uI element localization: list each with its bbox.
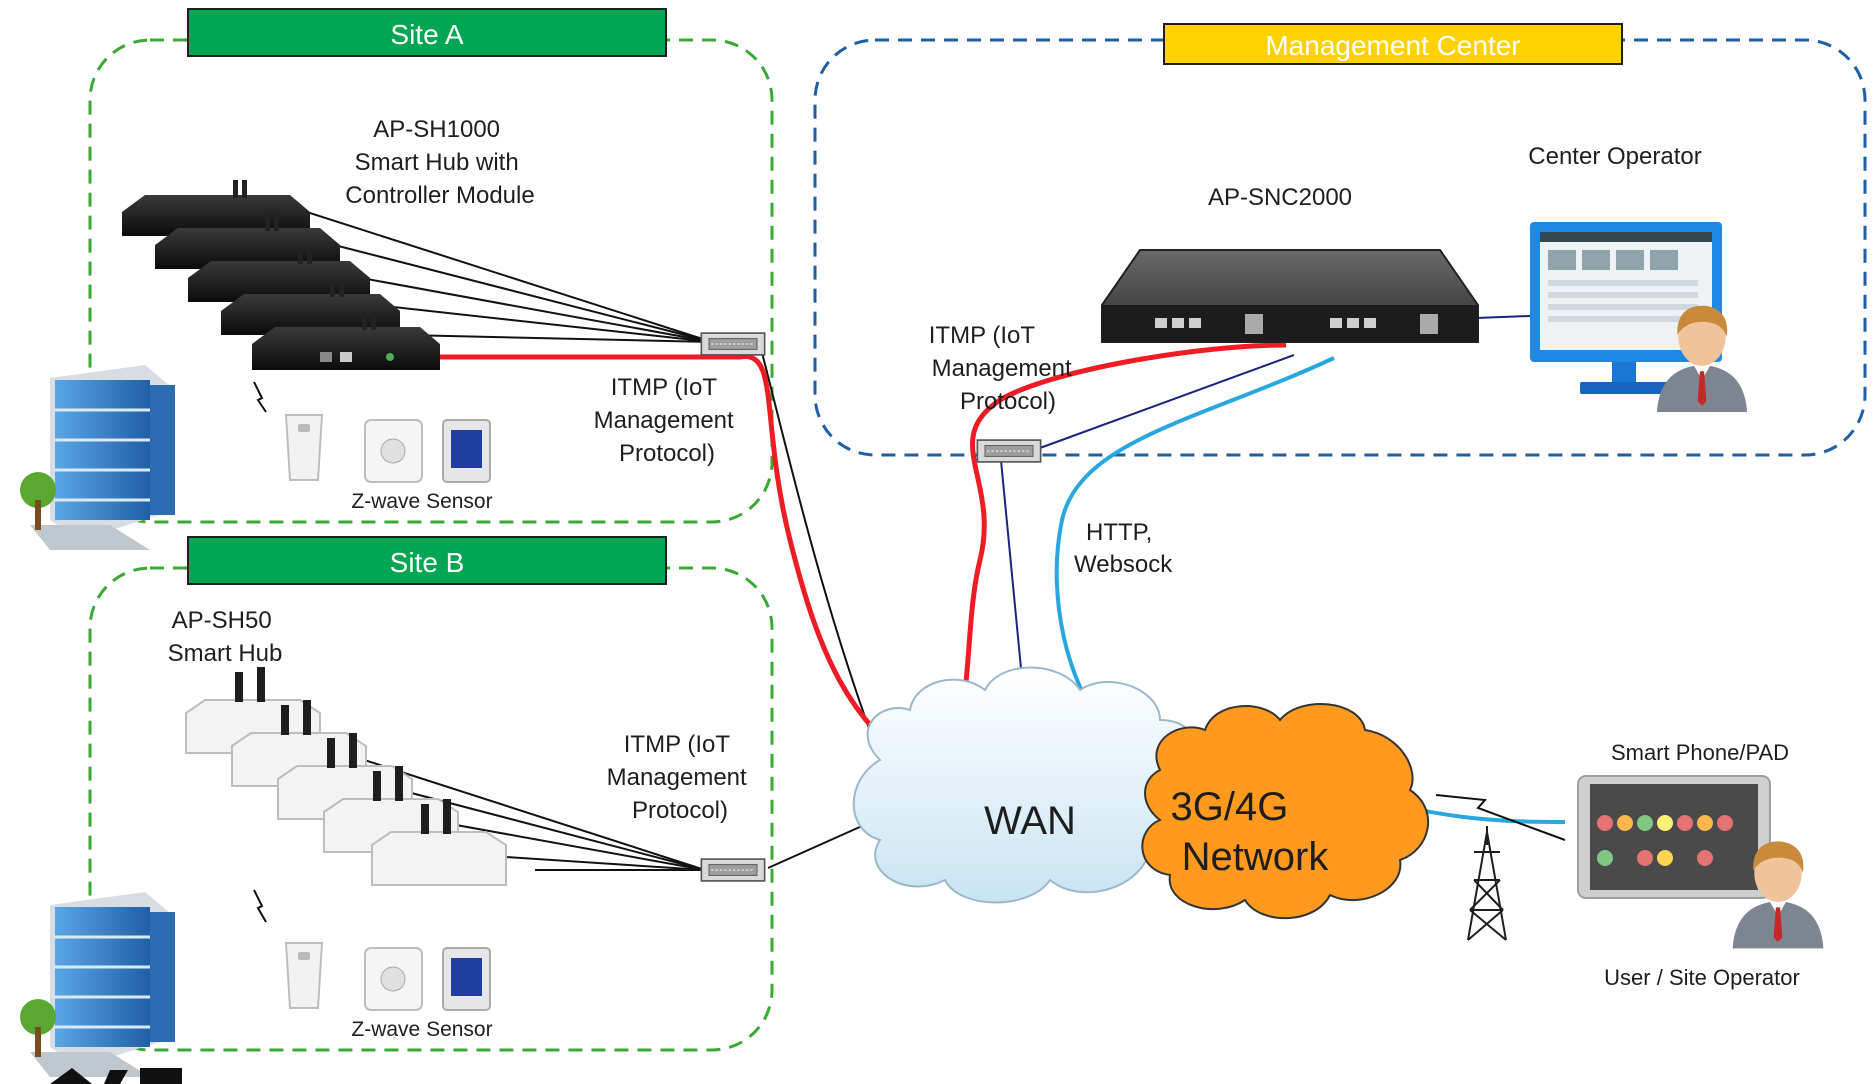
thermostat-icon (442, 419, 491, 483)
wan-label: WAN (984, 799, 1076, 843)
smart-hub-device (155, 213, 340, 269)
switch-to-server-link (1039, 354, 1295, 449)
zwave-label-a: Z-wave Sensor (351, 490, 492, 513)
site-a-sensors (284, 414, 491, 483)
user-label: User / Site Operator (1604, 965, 1800, 990)
cell-tower-icon (1467, 826, 1507, 941)
smart-hub-device (252, 312, 440, 370)
ap-sh1000-label: AP-SH1000 Smart Hub with Controller Modu… (345, 116, 534, 209)
site-a-title: Site A (390, 19, 463, 50)
thermostat-icon (442, 947, 491, 1011)
site-a-hub-links (284, 204, 713, 343)
management-title: Management Center (1265, 30, 1520, 61)
site-b-title: Site B (390, 547, 465, 578)
wireless-signal-icon (253, 889, 267, 923)
cellular-network-cloud: 3G/4G Network (1141, 703, 1429, 920)
cellular-label: 3G/4G Network (1171, 785, 1330, 879)
monitor-icon (1530, 222, 1722, 394)
site-a-banner (187, 8, 667, 57)
network-switch-icon (976, 439, 1042, 463)
site-b-banner (187, 536, 667, 585)
door-sensor-icon (364, 419, 423, 483)
network-switch-icon (700, 332, 766, 356)
server-appliance (1101, 249, 1479, 343)
itmp-label-site-a: ITMP (IoT Management Protocol) (594, 374, 741, 467)
building-icon (20, 365, 175, 550)
ap-sh1000-hub-stack (122, 180, 440, 370)
site-b-sensors (284, 942, 491, 1011)
server-to-monitor-link (1475, 315, 1531, 319)
site-a-zone: Site A (88, 8, 774, 524)
ap-sh50-label: AP-SH50 Smart Hub (168, 607, 283, 667)
itmp-label-mgmt: ITMP (IoT Management Protocol) (929, 322, 1079, 415)
network-switch-icon (700, 858, 766, 882)
smart-hub-device (371, 799, 507, 886)
itmp-label-site-b: ITMP (IoT Management Protocol) (607, 731, 754, 824)
ap-snc2000-label: AP-SNC2000 (1208, 184, 1352, 211)
http-label: HTTP, Websock (1074, 519, 1173, 578)
smart-hub-device (122, 180, 310, 236)
zwave-label-b: Z-wave Sensor (351, 1018, 492, 1041)
smart-hub-device (188, 246, 370, 302)
door-sensor-icon (364, 947, 423, 1011)
management-zone: Management Center (813, 23, 1867, 457)
smartphone-label: Smart Phone/PAD (1611, 740, 1789, 765)
site-b-uplink (767, 825, 863, 869)
logo-fragment (50, 1068, 182, 1084)
motion-sensor-icon (284, 414, 324, 481)
management-banner (1163, 23, 1623, 65)
center-operator-label: Center Operator (1528, 143, 1701, 170)
tablet-app-icons (1597, 815, 1733, 866)
building-icon (20, 892, 175, 1077)
site-a-uplink-black (759, 344, 881, 759)
tablet-icon (1577, 775, 1771, 899)
site-b-zone: Site B (88, 536, 774, 1052)
wireless-signal-icon (253, 381, 267, 413)
wireless-signal-icon (1435, 794, 1566, 841)
smart-hub-device (221, 279, 400, 335)
motion-sensor-icon (284, 942, 324, 1009)
ap-sh50-hub-stack (185, 667, 507, 886)
